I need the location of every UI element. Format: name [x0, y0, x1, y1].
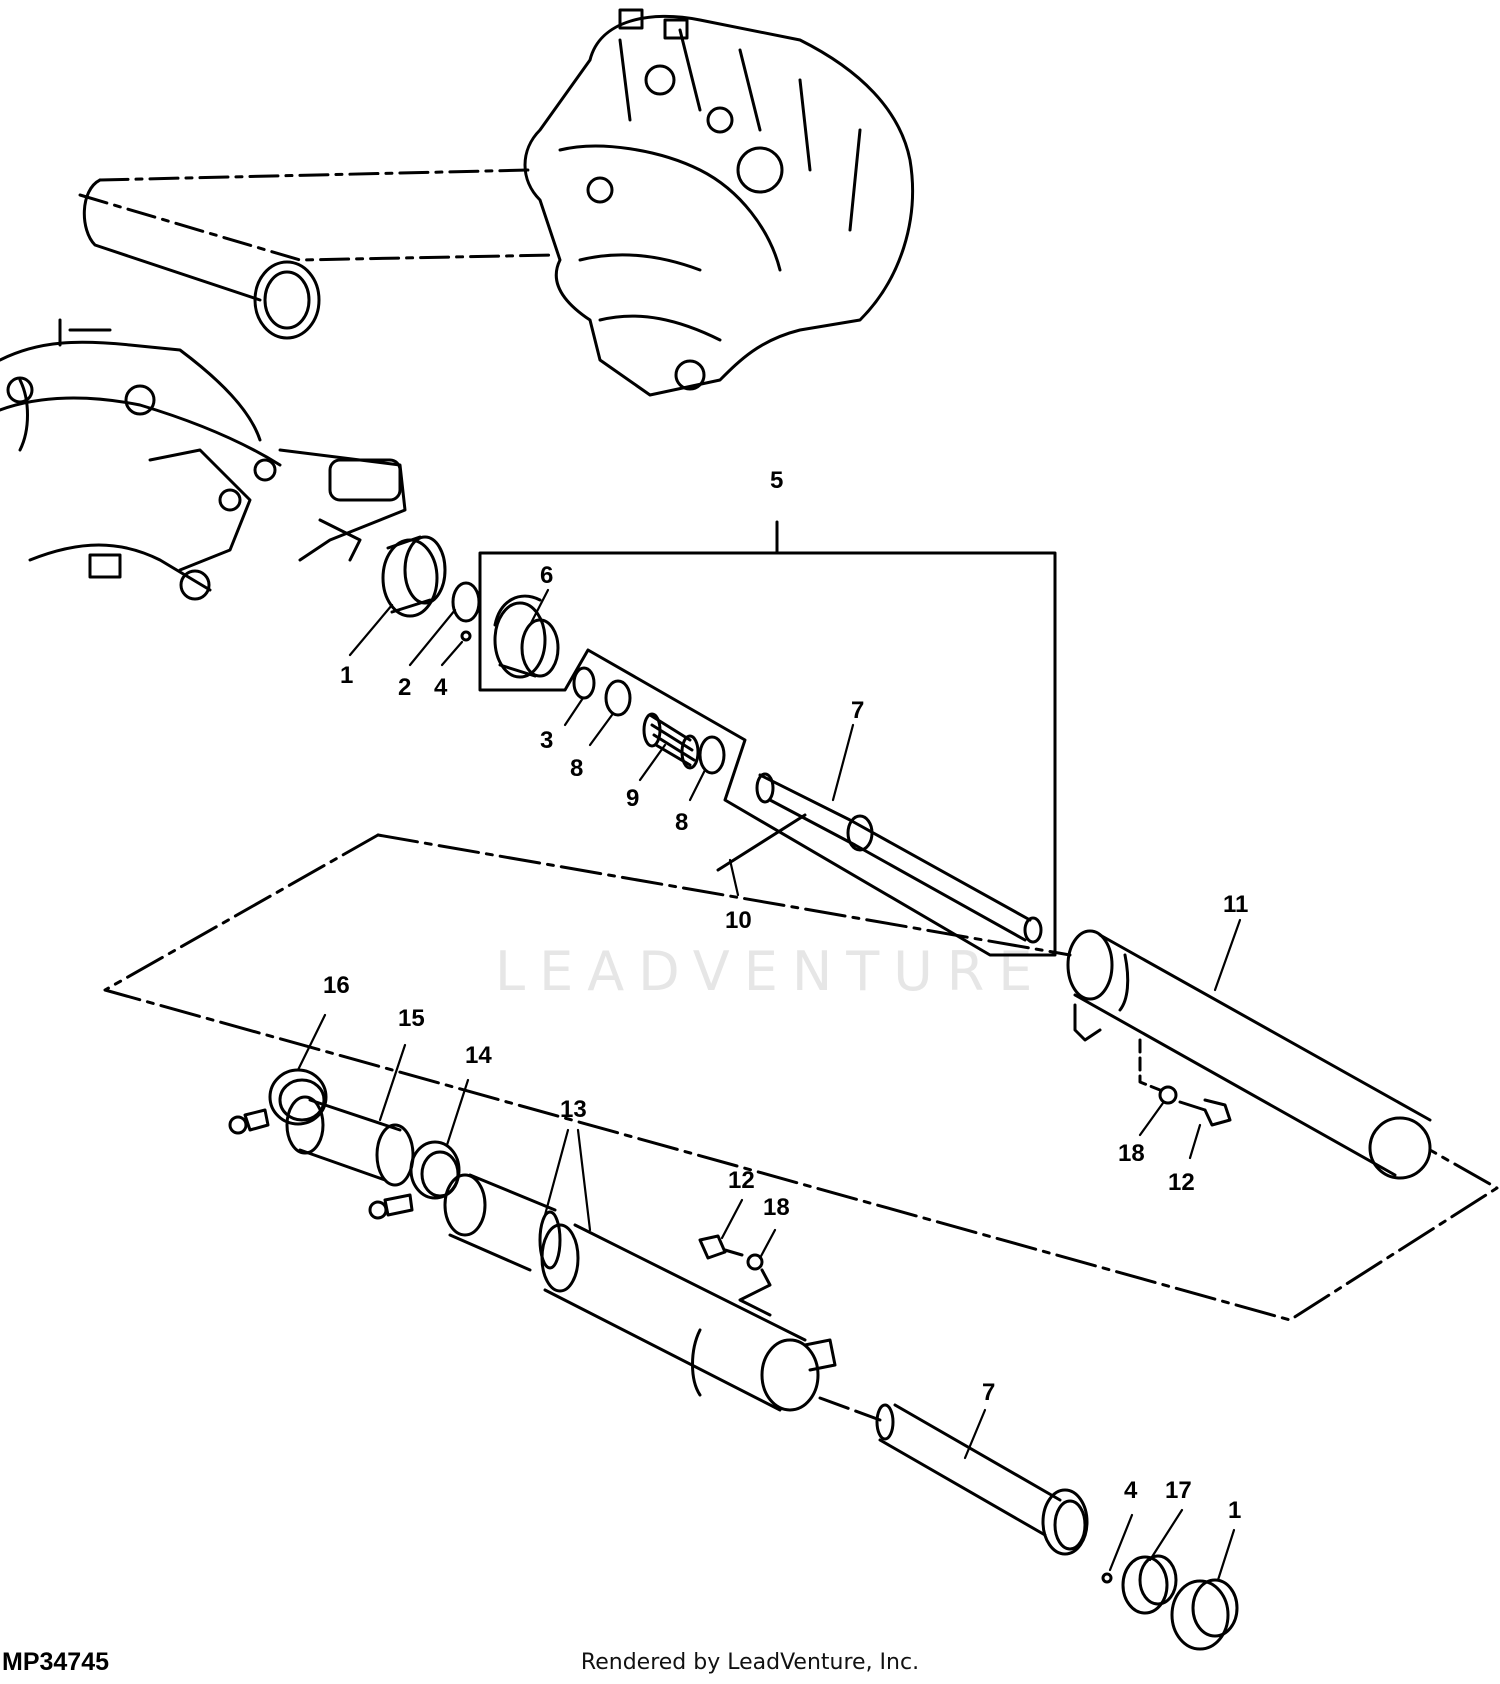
callout-8-a: 8: [570, 755, 583, 782]
part-8-washer-1: [604, 679, 632, 717]
part-8-washer-2: [698, 735, 726, 775]
callout-12-left: 12: [728, 1167, 755, 1194]
leader-lines: [296, 588, 1242, 1582]
footer-credit: Rendered by LeadVenture, Inc.: [580, 1650, 920, 1675]
part-13-tube-long: [540, 1223, 837, 1412]
callout-15: 15: [398, 1005, 425, 1032]
part-2-washer: [451, 581, 481, 623]
callout-18-left: 18: [763, 1194, 790, 1221]
callout-7-bottom: 7: [982, 1379, 995, 1406]
part-15-filter: [285, 1095, 415, 1187]
part-7-shaft-top: [755, 772, 1043, 944]
callout-9: 9: [626, 785, 639, 812]
callout-7-top: 7: [851, 697, 864, 724]
callout-17: 17: [1165, 1477, 1192, 1504]
transmission-housing: [523, 8, 914, 397]
callout-4-bottom: 4: [1124, 1477, 1138, 1504]
part-12-bolt-right: [1178, 1098, 1232, 1127]
part-18-washer-left: [746, 1253, 764, 1271]
callouts: 1 2 4 5 6 3 8 9 8 7 10 11 18 12 16 15 14…: [323, 467, 1248, 1524]
watermark: LEADVENTURE: [495, 940, 1047, 1003]
part-4-ball-bottom: [1101, 1572, 1113, 1584]
axle-housing: [0, 178, 407, 601]
part-3-ring: [572, 666, 596, 700]
callout-6: 6: [540, 562, 553, 589]
part-18-washer-right: [1158, 1085, 1178, 1105]
part-6-coupler: [493, 594, 560, 679]
callout-3: 3: [540, 727, 553, 754]
part-12-bolt-left: [698, 1234, 744, 1260]
callout-2: 2: [398, 674, 411, 701]
callout-13: 13: [560, 1096, 587, 1123]
part-17-collar: [1121, 1554, 1178, 1615]
callout-10: 10: [725, 907, 752, 934]
part-1-bearing-top: [381, 535, 447, 618]
part-5-kit-outline: [478, 551, 1057, 957]
callout-5: 5: [770, 467, 783, 494]
part-10-pin: [716, 813, 807, 872]
part-4-ball-top: [460, 630, 472, 642]
callout-8-b: 8: [675, 809, 688, 836]
part-11-tube: [1066, 929, 1432, 1180]
part-7-shaft-bottom: [875, 1403, 1089, 1556]
callout-18-right: 18: [1118, 1140, 1145, 1167]
part-9-spring: [642, 712, 700, 770]
callout-11: 11: [1223, 891, 1248, 918]
figure-id: MP34745: [2, 1648, 110, 1676]
callout-1-top: 1: [340, 662, 353, 689]
part-14-clamp: [368, 1140, 461, 1220]
callout-16: 16: [323, 972, 350, 999]
callout-12-right: 12: [1168, 1169, 1195, 1196]
callout-14: 14: [465, 1042, 492, 1069]
callout-4-top: 4: [434, 674, 448, 701]
callout-1-bottom: 1: [1228, 1497, 1241, 1524]
part-13-tube-short: [443, 1173, 562, 1272]
part-1-bearing-bottom: [1170, 1578, 1239, 1651]
